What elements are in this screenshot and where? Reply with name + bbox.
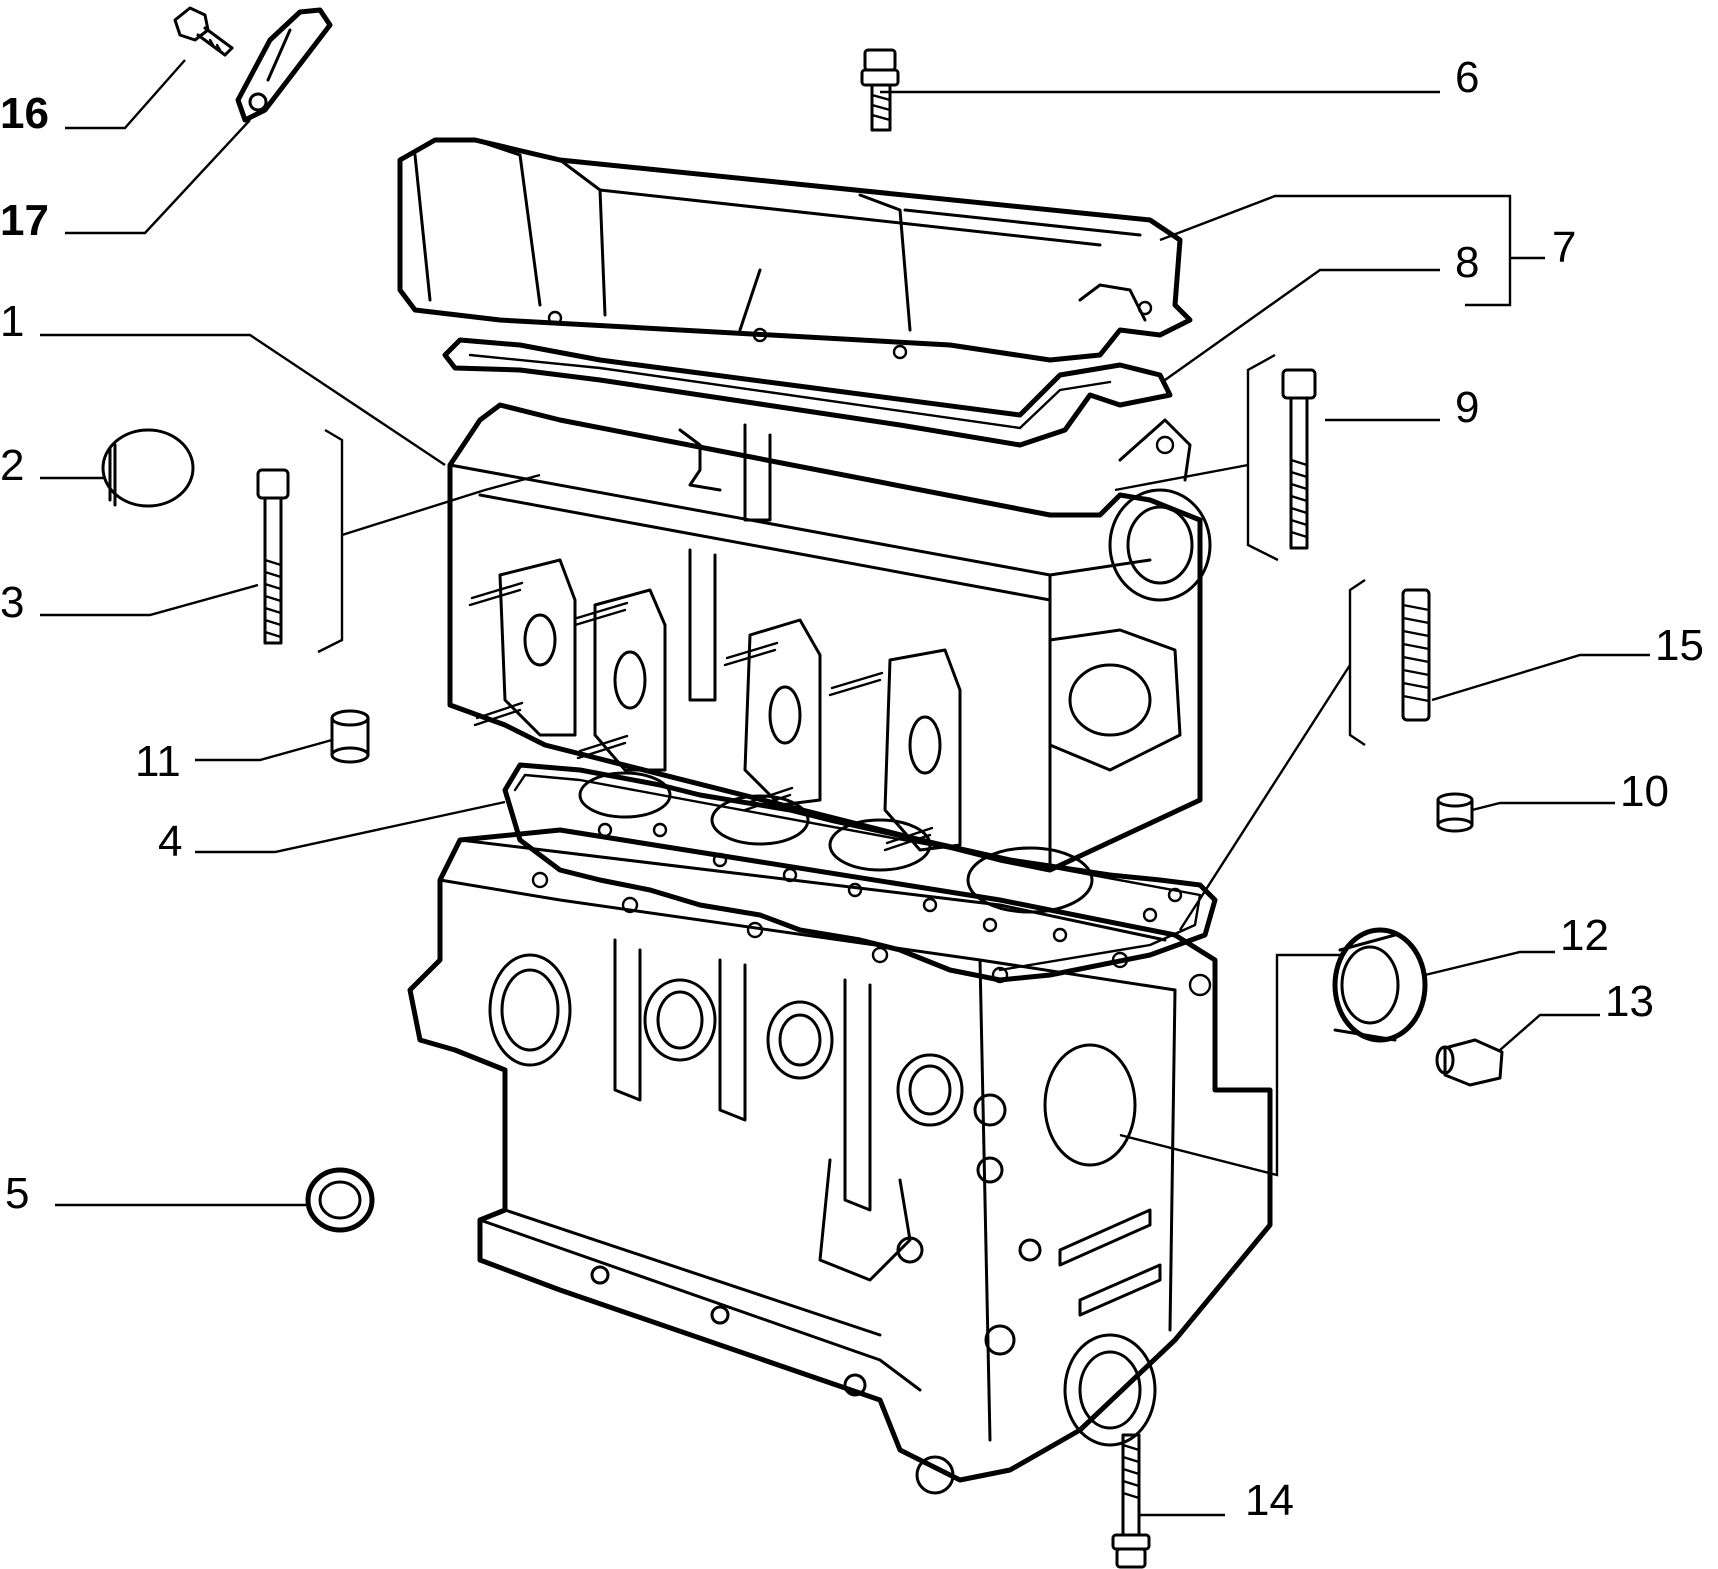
label-9: 9 — [1455, 383, 1479, 432]
label-3: 3 — [0, 578, 24, 627]
label-16: 16 — [0, 89, 49, 138]
label-2: 2 — [0, 441, 24, 490]
label-4: 4 — [158, 817, 182, 866]
seal-5 — [305, 1167, 375, 1233]
label-15: 15 — [1655, 621, 1704, 670]
port-flanges — [498, 558, 1182, 852]
bolt-3 — [256, 468, 290, 645]
label-12: 12 — [1560, 911, 1609, 960]
dowel-11 — [330, 709, 370, 764]
bolt-6 — [860, 48, 900, 132]
head-gasket — [502, 762, 1218, 983]
dowel-10 — [1436, 792, 1474, 833]
label-7: 7 — [1552, 223, 1576, 272]
bolt-14 — [1111, 1433, 1151, 1569]
bolt-16 — [173, 6, 234, 57]
label-5: 5 — [5, 1169, 29, 1218]
label-10: 10 — [1620, 767, 1669, 816]
leader-lines — [40, 59, 1650, 1517]
label-14: 14 — [1245, 1476, 1294, 1525]
bracket-17 — [235, 7, 333, 123]
label-17: 17 — [0, 196, 49, 245]
cylinder-head — [447, 402, 1212, 873]
valve-cover-gasket — [442, 337, 1173, 448]
stud-15 — [1401, 588, 1431, 722]
bolt-9 — [1281, 368, 1317, 550]
label-6: 6 — [1455, 53, 1479, 102]
label-13: 13 — [1605, 977, 1654, 1026]
cap-2 — [101, 428, 195, 508]
label-1: 1 — [0, 297, 24, 346]
engine-block — [407, 827, 1273, 1495]
valve-cover — [397, 137, 1193, 363]
label-11: 11 — [135, 737, 181, 786]
callout-labels: 16 17 1 2 3 11 4 5 6 7 8 9 15 10 12 13 1… — [0, 53, 1704, 1525]
head-studs — [468, 581, 934, 852]
seal-12 — [1332, 927, 1428, 1043]
label-8: 8 — [1455, 238, 1479, 287]
plug-13 — [1435, 1038, 1504, 1087]
